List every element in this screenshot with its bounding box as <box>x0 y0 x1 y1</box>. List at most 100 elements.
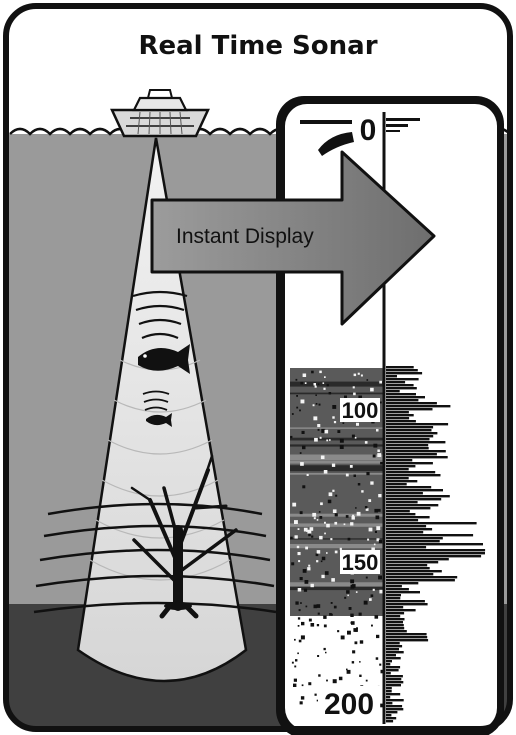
return-speckle <box>346 590 350 594</box>
histogram-bar <box>386 378 419 380</box>
histogram-bar <box>386 627 404 629</box>
return-speckle <box>320 502 323 505</box>
return-speckle <box>314 438 318 442</box>
return-speckle <box>357 512 361 516</box>
return-speckle <box>301 635 305 639</box>
return-streak <box>290 582 384 586</box>
return-speckle <box>335 551 338 554</box>
histogram-bar <box>386 462 433 464</box>
return-speckle <box>376 526 380 530</box>
return-speckle <box>301 400 305 404</box>
return-speckle <box>356 591 358 593</box>
histogram-bar <box>386 540 440 542</box>
histogram-bar <box>386 585 402 587</box>
return-speckle <box>349 607 352 610</box>
return-speckle <box>373 455 376 458</box>
return-speckle <box>321 575 324 578</box>
histogram-bar <box>386 459 412 461</box>
return-speckle <box>323 616 326 619</box>
return-speckle <box>366 508 369 511</box>
return-speckle <box>317 550 321 554</box>
histogram-bar <box>386 678 401 680</box>
histogram-bar <box>386 411 409 413</box>
return-speckle <box>303 374 307 378</box>
histogram-bar <box>386 549 485 551</box>
return-speckle <box>295 601 298 604</box>
return-streak <box>290 438 384 440</box>
return-speckle <box>377 453 381 457</box>
return-speckle <box>325 652 327 654</box>
depth-label-200: 200 <box>324 688 374 721</box>
return-speckle <box>318 383 320 385</box>
return-streak <box>290 465 384 467</box>
return-speckle <box>298 588 302 592</box>
return-speckle <box>329 392 332 395</box>
return-speckle <box>295 659 297 661</box>
return-speckle <box>358 373 360 375</box>
return-speckle <box>302 431 305 434</box>
histogram-bar <box>386 456 448 458</box>
return-speckle <box>300 577 303 580</box>
return-speckle <box>370 388 374 392</box>
return-speckle <box>334 606 337 609</box>
return-speckle <box>350 579 354 583</box>
return-speckle <box>325 571 329 575</box>
return-speckle <box>366 680 368 682</box>
return-speckle <box>290 436 292 438</box>
histogram-bar <box>386 699 404 701</box>
return-speckle <box>344 597 346 599</box>
return-speckle <box>296 379 298 381</box>
return-speckle <box>298 528 300 530</box>
return-speckle <box>377 450 380 453</box>
return-speckle <box>297 653 299 655</box>
return-speckle <box>371 625 373 627</box>
return-speckle <box>324 648 326 650</box>
histogram-bar <box>386 561 438 563</box>
histogram-bar <box>386 687 392 689</box>
return-speckle <box>304 528 308 532</box>
return-speckle <box>300 511 303 514</box>
return-speckle <box>370 481 373 484</box>
histogram-bar <box>386 489 443 491</box>
return-speckle <box>378 576 382 580</box>
return-speckle <box>306 606 308 608</box>
return-speckle <box>353 393 356 396</box>
histogram-bar <box>386 510 410 512</box>
return-speckle <box>337 630 339 632</box>
return-speckle <box>324 522 326 524</box>
return-speckle <box>331 602 333 604</box>
histogram-bar <box>386 648 399 650</box>
histogram-bar <box>386 522 477 524</box>
return-speckle <box>298 617 300 619</box>
histogram-bar <box>386 423 448 425</box>
return-speckle <box>300 602 302 604</box>
histogram-bar <box>386 711 397 713</box>
histogram-bar <box>386 633 427 635</box>
histogram-bar <box>386 525 426 527</box>
return-speckle <box>311 623 315 627</box>
return-speckle <box>334 522 337 525</box>
return-speckle <box>318 674 320 676</box>
return-speckle <box>378 509 381 512</box>
return-speckle <box>316 560 318 562</box>
return-speckle <box>376 635 379 638</box>
return-speckle <box>353 628 357 632</box>
return-speckle <box>312 513 316 517</box>
histogram-bar <box>386 579 455 581</box>
histogram-bar <box>386 465 415 467</box>
return-speckle <box>319 404 321 406</box>
return-speckle <box>379 381 382 384</box>
histogram-bar <box>386 480 417 482</box>
return-speckle <box>339 677 343 681</box>
return-speckle <box>292 662 294 664</box>
return-speckle <box>325 430 329 434</box>
histogram-bar <box>386 396 425 398</box>
return-speckle <box>300 452 302 454</box>
return-speckle <box>292 503 296 507</box>
histogram-bar <box>386 372 422 374</box>
return-speckle <box>334 421 336 423</box>
histogram-bar <box>386 420 416 422</box>
histogram-bar <box>386 450 446 452</box>
return-speckle <box>374 509 378 513</box>
histogram-bar <box>386 384 414 386</box>
